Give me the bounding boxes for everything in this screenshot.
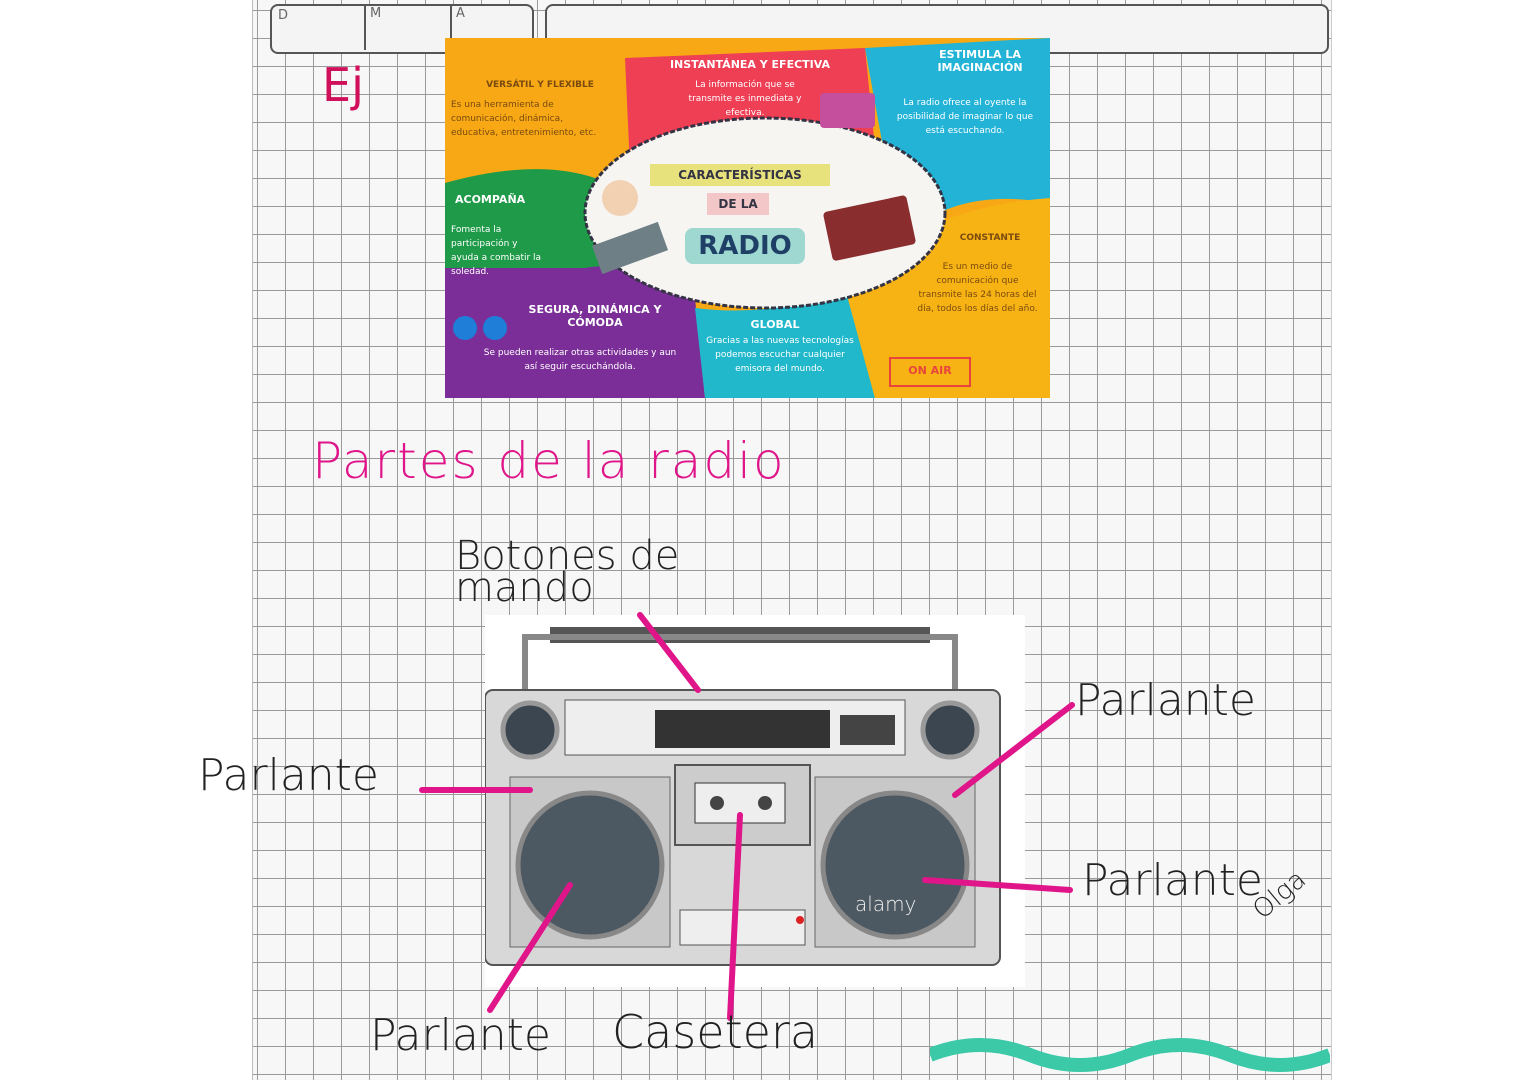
image-watermark: alamy <box>855 892 917 916</box>
infographic-title-2: DE LA <box>718 197 758 211</box>
section-text: La radio ofrece al oyente la posibilidad… <box>896 98 1034 136</box>
day-label: D <box>278 8 289 23</box>
section-text: Es una herramienta de comunicación, diná… <box>451 100 597 138</box>
label-speaker-left: Parlante <box>198 750 380 801</box>
boombox-image <box>485 615 1025 987</box>
section-heading: SEGURA, DINÁMICA Y CÓMODA <box>528 303 662 329</box>
section-text: La información que se transmite es inmed… <box>688 80 802 118</box>
section-heading: CONSTANTE <box>959 233 1021 243</box>
label-speaker-right-top: Parlante <box>1075 675 1257 726</box>
section-heading: ESTIMULA LA IMAGINACIÓN <box>937 48 1023 74</box>
exercise-mark: Ej <box>322 58 364 112</box>
label-controls: Botones de mando <box>455 533 680 611</box>
section-heading: GLOBAL <box>750 318 800 331</box>
section-text: Es un medio de comunicación que transmit… <box>917 262 1038 314</box>
section-text: Se pueden realizar otras actividades y a… <box>483 348 677 372</box>
infographic-title-3: RADIO <box>698 231 792 261</box>
label-speaker-bottom: Parlante <box>370 1010 552 1061</box>
section-text: Gracias a las nuevas tecnologías podemos… <box>706 336 854 374</box>
label-speaker-right-bottom: Parlante <box>1082 855 1264 906</box>
teal-wave-decoration <box>930 1038 1330 1072</box>
section-heading: VERSÁTIL Y FLEXIBLE <box>486 80 594 90</box>
infographic-title-1: CARACTERÍSTICAS <box>678 168 802 182</box>
label-cassette: Casetera <box>612 1005 819 1059</box>
page-title: Partes de la radio <box>312 432 786 490</box>
month-label: M <box>364 6 381 50</box>
radio-infographic: CARACTERÍSTICAS DE LA RADIO VERSÁTIL Y F… <box>445 38 1050 398</box>
section-text: Fomenta la participación y ayuda a comba… <box>451 225 542 277</box>
section-heading: INSTANTÁNEA Y EFECTIVA <box>669 58 831 71</box>
infographic-background <box>445 38 1050 398</box>
section-heading: ACOMPAÑA <box>455 193 526 206</box>
on-air-sign: ON AIR <box>908 364 952 377</box>
year-label: A <box>450 6 465 50</box>
